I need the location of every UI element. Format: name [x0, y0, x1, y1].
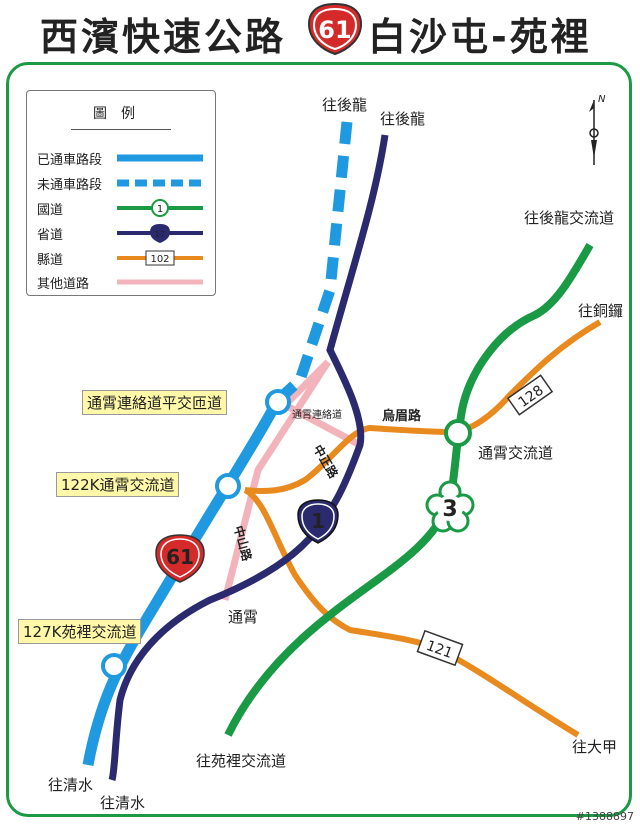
label-liaison-road: 通霄連絡道	[292, 408, 342, 421]
national-3-shield-icon: 3	[425, 480, 475, 533]
interchange-122k-circle	[215, 473, 241, 499]
label-houlong-top-2: 往後龍	[380, 110, 425, 128]
legend-label-provincial: 省道	[37, 228, 64, 243]
expressway-61-unopened	[274, 121, 353, 405]
watermark: #1388897	[575, 810, 634, 823]
legend-county-shield-number: 102	[150, 254, 169, 265]
legend-label-open: 已通車路段	[37, 153, 103, 168]
legend-national-shield-number: 1	[157, 204, 163, 215]
map-title-right: 白沙屯-苑裡	[368, 15, 592, 59]
label-tongxiao-ic: 通霄交流道	[478, 444, 553, 462]
title-shield-number: 61	[318, 16, 351, 44]
legend-heading-divider	[71, 129, 171, 130]
legend-swatches: 1 17 102	[117, 154, 203, 285]
county-road-128-wumei	[244, 319, 602, 494]
other-road-zhongshan	[221, 360, 331, 601]
county-121-shield-icon: 121	[416, 629, 464, 667]
legend-heading: 圖例	[93, 106, 149, 122]
title-bar: 西濱快速公路 61 白沙屯-苑裡	[0, 0, 640, 59]
route-61-title-shield-icon: 61	[307, 2, 363, 56]
provincial-1-shield-icon: 1	[297, 499, 339, 544]
map-title-left: 西濱快速公路	[40, 15, 287, 59]
provincial-1-number: 1	[311, 509, 325, 533]
legend-label-national: 國道	[37, 203, 64, 218]
interchange-liaison-circle	[265, 389, 291, 415]
county-road-121	[243, 487, 580, 738]
interchange-122k-label: 122K通霄交流道	[56, 472, 180, 497]
interchange-127k-label: 127K苑裡交流道	[18, 619, 142, 644]
expressway-61-shield-icon: 61	[155, 534, 205, 583]
county-128-shield-icon: 128	[506, 374, 554, 416]
label-yuanli-ic: 往苑裡交流道	[196, 752, 286, 770]
legend-label-unopened: 未通車路段	[37, 178, 103, 193]
legend-label-county: 縣道	[37, 253, 64, 268]
map-frame	[6, 62, 632, 817]
label-dajia: 往大甲	[572, 738, 617, 756]
legend-label-other: 其他道路	[37, 277, 90, 292]
interchange-127k-circle	[101, 653, 127, 679]
label-tongxiao-town: 通霄	[228, 608, 258, 626]
national-3-number: 3	[442, 497, 457, 522]
compass-north-arrow-icon: N	[589, 94, 606, 165]
label-tongluo: 往銅鑼	[578, 302, 623, 320]
legend: 圖例 已通車路段 未通車路段 國道 省道 縣道 其他道路 1 17 102	[26, 90, 216, 296]
label-wumei-road: 烏眉路	[382, 408, 422, 424]
compass-north-label: N	[598, 94, 606, 105]
label-qingshui-1: 往清水	[48, 776, 93, 794]
interchange-liaison-label: 通霄連絡道平交匝道	[82, 390, 228, 415]
interchange-tongxiao-circle	[444, 419, 472, 447]
label-houlong-ic: 往後龍交流道	[524, 209, 614, 227]
expressway-61-number: 61	[166, 545, 194, 569]
legend-provincial-shield-number: 17	[155, 230, 165, 239]
label-qingshui-2: 往清水	[100, 794, 145, 812]
legend-national-shield-icon: 1	[151, 199, 169, 217]
legend-county-shield-icon: 102	[145, 250, 175, 266]
legend-provincial-shield-icon: 17	[150, 224, 170, 243]
label-houlong-top-1: 往後龍	[322, 96, 367, 114]
